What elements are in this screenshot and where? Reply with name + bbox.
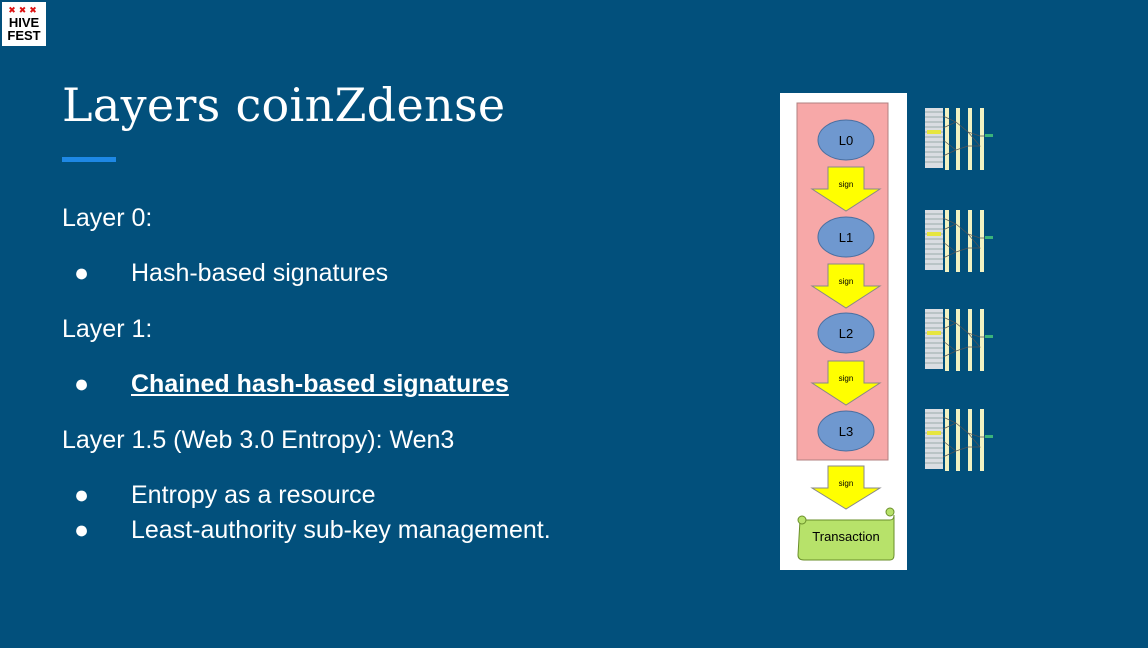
sign-arrow-label: sign bbox=[839, 479, 854, 488]
sign-arrow bbox=[810, 465, 882, 510]
layer-node bbox=[817, 119, 875, 161]
bullet-text: Least-authority sub-key management. bbox=[131, 516, 551, 544]
logo-crosses: ✖✖✖ bbox=[8, 5, 40, 15]
bullet-dot: ● bbox=[74, 370, 90, 398]
layer-chain-svg: L0 sign L1 sign L2 sign L3 sign Transact… bbox=[796, 102, 895, 561]
layer-node-label: L2 bbox=[839, 326, 853, 341]
layer-chain-diagram: L0 sign L1 sign L2 sign L3 sign Transact… bbox=[780, 93, 907, 570]
bullet-text: Hash-based signatures bbox=[131, 259, 389, 287]
hivefest-logo: ✖✖✖ HIVE FEST bbox=[2, 2, 46, 46]
layer-node-label: L0 bbox=[839, 133, 853, 148]
layer-node bbox=[817, 410, 875, 452]
slide-title: Layers coinZdense bbox=[62, 78, 506, 132]
bullet-dot: ● bbox=[74, 259, 90, 287]
sign-arrow bbox=[810, 263, 882, 309]
logo-word-fest: FEST bbox=[7, 28, 41, 43]
scroll-curl bbox=[885, 507, 895, 517]
hash-tree-thumbnail bbox=[925, 409, 993, 471]
sign-arrow bbox=[810, 360, 882, 406]
sign-arrow-label: sign bbox=[839, 277, 854, 286]
section-heading-layer-0: Layer 0: bbox=[62, 204, 153, 232]
bullet-text: Entropy as a resource bbox=[131, 481, 376, 509]
layer-node-label: L3 bbox=[839, 424, 853, 439]
hash-tree-thumbnail bbox=[925, 108, 993, 170]
section-heading-layer-1: Layer 1: bbox=[62, 315, 153, 343]
title-underline bbox=[62, 157, 116, 162]
transaction-label: Transaction bbox=[812, 529, 879, 544]
sign-arrow-label: sign bbox=[839, 180, 854, 189]
logo-word-hive: HIVE bbox=[8, 15, 40, 30]
chained-signatures-link[interactable]: Chained hash-based signatures bbox=[131, 370, 509, 398]
scroll-curl bbox=[797, 515, 807, 525]
layer-node bbox=[817, 312, 875, 354]
sign-arrow-label: sign bbox=[839, 374, 854, 383]
hash-tree-thumbnail bbox=[925, 309, 993, 371]
layer-node bbox=[817, 216, 875, 258]
hash-tree-thumbnail bbox=[925, 210, 993, 272]
transaction-scroll bbox=[797, 514, 895, 561]
sign-arrow bbox=[810, 166, 882, 212]
bullet-dot: ● bbox=[74, 481, 90, 509]
bullet-dot: ● bbox=[74, 516, 90, 544]
layer-node-label: L1 bbox=[839, 230, 853, 245]
section-heading-layer-1-5: Layer 1.5 (Web 3.0 Entropy): Wen3 bbox=[62, 426, 455, 454]
